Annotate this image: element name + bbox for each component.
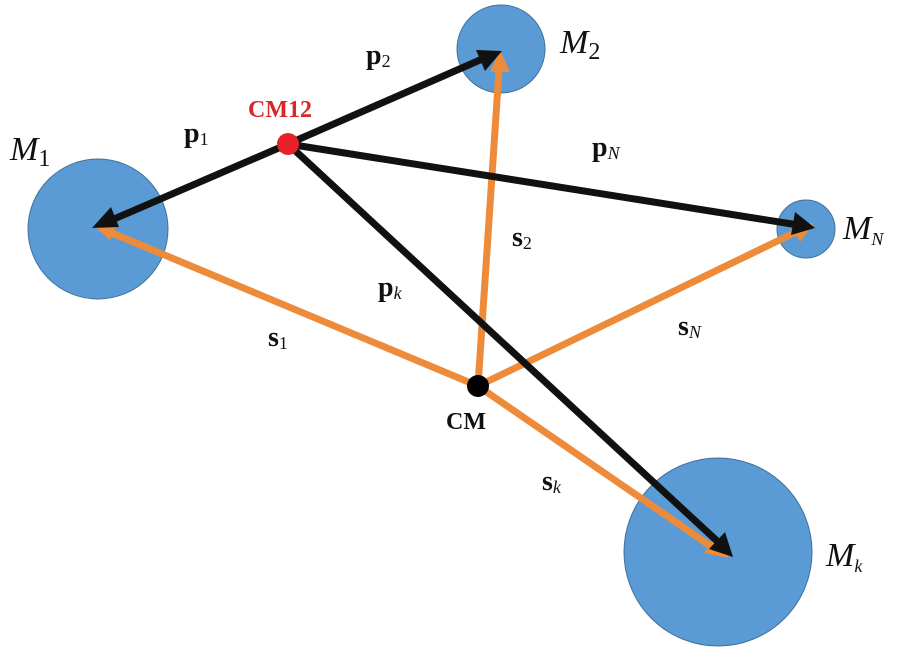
cm-point [467,375,489,397]
p2-vector [284,50,502,148]
cm12-label: CM12 [248,97,312,123]
sk-label: sk [542,466,562,497]
s2-vector [474,50,510,390]
pN-label: pN [592,132,621,163]
pk-vector [284,140,733,557]
mass-m2-circle [456,4,546,94]
mN-label: MN [842,210,884,249]
p1-label: p1 [184,118,209,149]
cm12-point [277,133,299,155]
m2-label: M2 [559,24,600,65]
mk-label: Mk [825,537,863,576]
pk-label: pk [378,272,403,303]
s1-label: s1 [268,322,288,353]
pN-vector [284,140,815,235]
p1-vector [92,140,292,228]
cm-label: CM [446,409,486,435]
m1-label: M1 [9,131,50,172]
sN-label: sN [678,311,702,342]
s2-label: s2 [512,222,532,253]
p2-label: p2 [366,40,391,71]
